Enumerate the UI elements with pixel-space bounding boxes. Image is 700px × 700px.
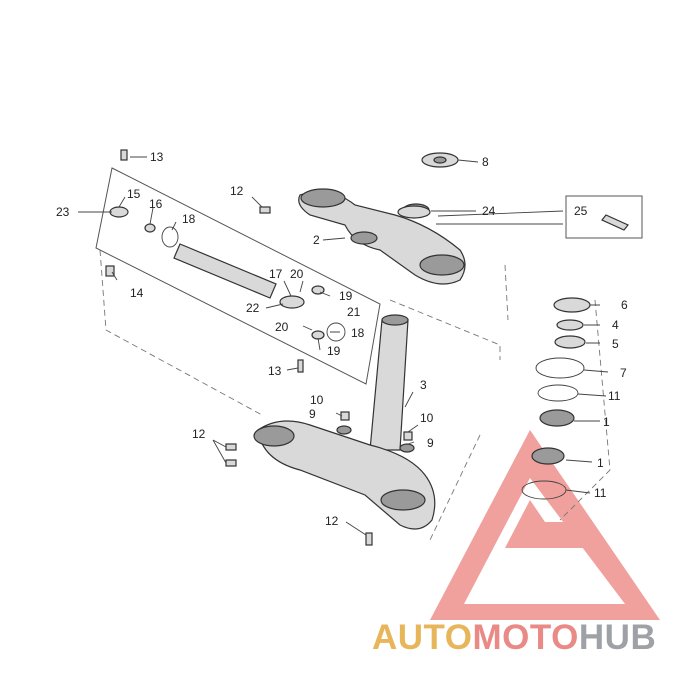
label-13a: 13 xyxy=(150,150,164,164)
label-24: 24 xyxy=(482,204,496,218)
label-19b: 19 xyxy=(327,344,341,358)
label-11a: 11 xyxy=(608,389,621,403)
watermark-part-auto: AUTO xyxy=(372,618,473,657)
label-20a: 20 xyxy=(290,267,304,281)
watermark-part-hub: HUB xyxy=(578,618,657,657)
watermark-part-moto: MOTO xyxy=(472,618,579,657)
label-13b: 13 xyxy=(268,364,282,378)
guide-lines xyxy=(99,249,611,541)
label-18a: 18 xyxy=(182,212,196,226)
leader-lines xyxy=(78,156,609,536)
lower-triple-clamp xyxy=(253,420,436,530)
label-15: 15 xyxy=(127,187,141,201)
steering-damper-box xyxy=(95,167,381,385)
watermark-logo xyxy=(430,430,660,620)
upper-triple-clamp xyxy=(298,188,466,285)
label-19a: 19 xyxy=(339,289,353,303)
label-12c: 12 xyxy=(325,514,339,528)
label-14: 14 xyxy=(130,286,144,300)
label-1b: 1 xyxy=(597,456,604,470)
label-16: 16 xyxy=(149,197,163,211)
bolts xyxy=(105,149,413,546)
label-7: 7 xyxy=(620,366,627,380)
part-25-box xyxy=(565,195,643,239)
label-5: 5 xyxy=(612,337,619,351)
label-18b: 18 xyxy=(351,326,365,340)
label-10a: 10 xyxy=(310,393,324,407)
label-10b: 10 xyxy=(420,411,434,425)
part-25-pin xyxy=(601,214,629,231)
label-23: 23 xyxy=(56,205,70,219)
washer-24 xyxy=(397,205,431,219)
watermark-text: AUTOMOTOHUB xyxy=(372,618,656,658)
label-12b: 12 xyxy=(192,427,206,441)
label-17: 17 xyxy=(269,267,283,281)
steering-stem xyxy=(369,314,409,451)
label-25: 25 xyxy=(574,204,588,218)
label-4: 4 xyxy=(612,318,619,332)
top-nut xyxy=(421,152,459,168)
label-9a: 9 xyxy=(309,407,316,421)
label-2: 2 xyxy=(313,233,320,247)
label-8: 8 xyxy=(482,155,489,169)
bearing-stack xyxy=(521,297,591,500)
steering-damper xyxy=(109,206,346,342)
label-20b: 20 xyxy=(275,320,289,334)
label-6: 6 xyxy=(621,298,628,312)
label-11b: 11 xyxy=(594,486,607,500)
label-12a: 12 xyxy=(230,184,244,198)
label-21: 21 xyxy=(347,305,361,319)
label-1a: 1 xyxy=(603,415,610,429)
label-9b: 9 xyxy=(427,436,434,450)
label-3: 3 xyxy=(420,378,427,392)
label-22: 22 xyxy=(246,301,260,315)
